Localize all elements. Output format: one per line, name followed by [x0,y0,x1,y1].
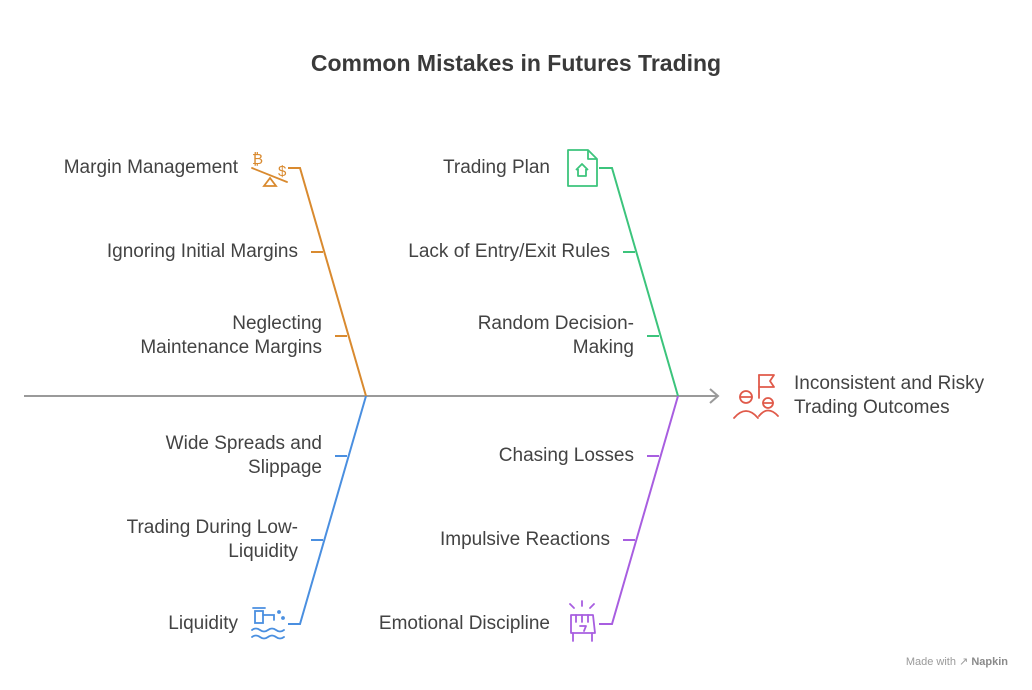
made-with-text: Made with [905,656,956,668]
napkin-logo-icon: ↗ [959,656,969,668]
cause-label: Trading During Low- [126,517,298,538]
outcome-line-2: Trading Outcomes [794,397,950,418]
diagram-title: Common Mistakes in Futures Trading [310,50,722,76]
balance-scale-icon: ₿ $ [251,151,288,187]
margin-head-label: Margin Management [63,157,238,178]
cause-label: Maintenance Margins [140,337,322,358]
spine-arrowhead [709,388,720,404]
branch-liquidity [288,395,367,625]
cause-label: Neglecting [232,313,322,334]
svg-text:₿: ₿ [252,151,263,168]
outcome-line-1: Inconsistent and Risky [794,373,985,394]
faucet-water-icon [251,607,285,640]
outcome-label: Inconsistent and Risky Trading Outcomes [794,372,984,420]
liquidity-head-label: Liquidity [168,613,238,634]
cause-label: Lack of Entry/Exit Rules [408,241,610,262]
made-with-badge[interactable]: Made with ↗ Napkin [906,655,1008,668]
cause-label: Chasing Losses [498,445,634,466]
cause-label: Wide Spreads and [165,433,322,454]
branch-margin [288,167,367,397]
document-home-icon [567,149,598,187]
branch-emotion [599,395,679,625]
napkin-brand: Napkin [971,656,1008,668]
svg-text:$: $ [278,163,287,180]
plan-head-label: Trading Plan [442,157,550,178]
cause-label: Impulsive Reactions [439,529,610,550]
fist-icon [569,600,596,642]
cause-label: Making [572,337,634,358]
branch-plan [599,167,679,397]
people-flag-icon [733,374,779,419]
emotion-head-label: Emotional Discipline [378,613,550,634]
cause-label: Slippage [248,457,322,478]
cause-label: Ignoring Initial Margins [106,241,298,262]
cause-label: Liquidity [228,541,298,562]
cause-label: Random Decision- [477,313,634,334]
